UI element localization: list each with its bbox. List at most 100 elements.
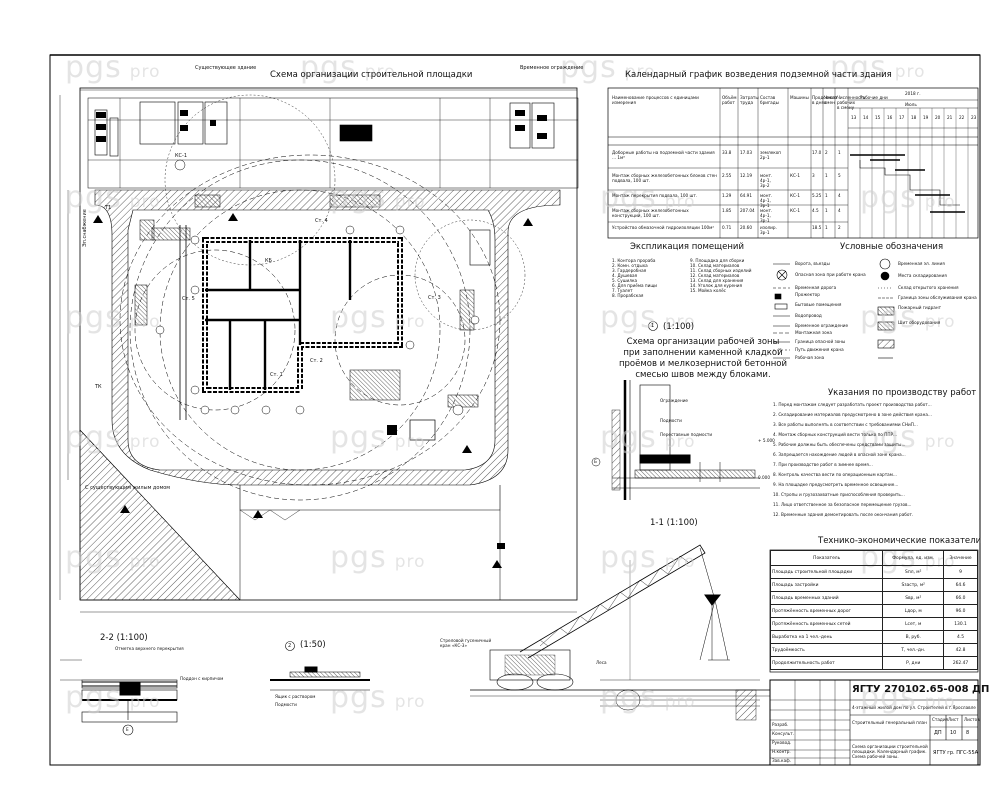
explication-item: 4. Душевая: [612, 273, 638, 278]
crane-section: [470, 544, 770, 721]
calendar-cell: Монтаж сборных железобетонных блоков сте…: [612, 173, 717, 183]
calendar-cell: Доборные работы на подземной части здани…: [612, 150, 715, 160]
stamp-sheet: 10: [950, 730, 957, 736]
stamp-role: Консульт.: [772, 731, 794, 736]
stamp-stage: ДП: [934, 730, 942, 736]
calendar-cell: 1: [825, 208, 828, 213]
legend-item: Монтажная зона: [795, 330, 832, 335]
instruction-line: 9. На площадке предусмотреть временное о…: [773, 482, 899, 487]
label-st1: Ст. 1: [270, 372, 283, 378]
legend-item: Граница опасной зоны: [795, 339, 846, 344]
label-tk: ТК: [95, 384, 102, 390]
axis-e: Е: [126, 727, 129, 732]
instruction-line: 1. Перед монтажом следует разработать пр…: [773, 402, 932, 407]
calendar-cell: Монтаж сборных железобетонных конструкци…: [612, 208, 689, 218]
calendar-month: Июль: [905, 102, 917, 107]
calendar-header-cell: Число смен: [824, 95, 838, 105]
explication-item: 12. Склад материалов: [690, 273, 740, 278]
teo-title: Технико-экономические показатели: [818, 536, 982, 546]
legend-item: Путь движения крана: [795, 347, 844, 352]
legend-item: Бытовые помещения: [795, 302, 842, 307]
legend-item: Граница зоны обслуживания крана: [898, 295, 977, 300]
calendar-cell: 64.91: [740, 193, 752, 198]
stamp-role: Руковод.: [772, 740, 792, 745]
note-scaffold: Подмости: [660, 418, 682, 423]
calendar-cell: изолир. 3р-1: [760, 225, 777, 235]
calendar-cell: 1.29: [722, 193, 732, 198]
explication-title: Экспликация помещений: [630, 242, 744, 252]
calendar-cell: 2: [825, 150, 828, 155]
stamp-role: Разраб.: [772, 722, 789, 727]
calendar-cell: 1: [838, 150, 841, 155]
calendar-cell: Монтаж перекрытия подвала, 100 шт.: [612, 193, 698, 198]
calendar-cell: КС-1: [790, 193, 801, 198]
note-movable-scaffold: Переставные подмости: [660, 432, 713, 437]
teo-header-cell: Формула, ед. изм.: [882, 550, 945, 566]
teo-header-cell: Показатель: [769, 550, 884, 566]
calendar-cell: 4: [838, 208, 841, 213]
calendar-header-cell: Численность рабочих в смену: [837, 95, 866, 110]
teo-cell: 96.0: [943, 604, 978, 618]
explication-item: 5. Сушилка: [612, 278, 638, 283]
label-kb: КБ: [265, 258, 272, 264]
calendar-day: 14: [863, 115, 869, 120]
teo-cell: Площадь временных зданий: [769, 591, 884, 605]
calendar-day: 18: [911, 115, 917, 120]
instructions-title: Указания по производству работ: [828, 388, 977, 398]
explication-item: 6. Для приёма пищи: [612, 283, 657, 288]
calendar-cell: 2.55: [722, 173, 732, 178]
calendar-header-cell: Машины: [790, 95, 809, 100]
calendar-cell: 5.25: [812, 193, 822, 198]
teo-cell: Lдор, м: [882, 604, 945, 618]
instruction-line: 2. Складирование материалов предусмотрен…: [773, 412, 932, 417]
detail-2-number: 2: [288, 643, 292, 649]
calendar-day: 22: [959, 115, 965, 120]
legend-item: Временная эл. линия: [898, 261, 945, 266]
legend-item: Временное ограждение: [795, 323, 849, 328]
legend-item: Временная дорога: [795, 285, 837, 290]
stamp-stage-label: Стадия: [932, 717, 949, 722]
stamp-sheets-label: Листов: [964, 717, 980, 722]
instruction-line: 11. Лицо ответственное за безопасное пер…: [773, 502, 912, 507]
label-st4: Ст. 4: [315, 218, 328, 224]
calendar-cell: 5: [838, 173, 841, 178]
calendar-cell: КС-1: [790, 173, 801, 178]
calendar-day: 16: [887, 115, 893, 120]
instruction-line: 3. Все работы выполнять в соответствии с…: [773, 422, 918, 427]
stamp-sheet-desc: Схема организации строительной площадки.…: [852, 744, 928, 759]
calendar-cell: 3: [812, 173, 815, 178]
teo-cell: Площадь строительной площадки: [769, 565, 884, 579]
calendar-cell: монт. 4р-1, 3р-2: [760, 173, 773, 188]
label-crane: КС-1: [175, 153, 188, 159]
explication-item: 13. Склад для хранения: [690, 278, 744, 283]
calendar-year: 2018 г.: [905, 91, 921, 96]
teo-cell: Sвр, м²: [882, 591, 945, 605]
calendar-grid: [607, 87, 979, 239]
calendar-cell: 1: [825, 225, 828, 230]
teo-cell: Протяжённость временных сетей: [769, 617, 884, 631]
instruction-line: 8. Контроль качества вести по операционн…: [773, 472, 897, 477]
stamp-subject: 4-этажный жилой дом по ул. Строителей в …: [852, 705, 976, 710]
legend-title: Условные обозначения: [840, 242, 944, 252]
explication-item: 7. Туалет: [612, 288, 633, 293]
calendar-cell: монт. 4р-1, 3р-1: [760, 193, 773, 208]
teo-header-cell: Значение: [943, 550, 978, 566]
label-st5: Ст. 5: [182, 296, 195, 302]
calendar-day: 21: [947, 115, 953, 120]
teo-cell: Выработка на 1 чел.-день: [769, 630, 884, 644]
work-zone-title: Схема организации рабочей зоны при запол…: [618, 337, 788, 380]
work-zone-number: 1: [651, 323, 655, 329]
site-plan: [59, 87, 579, 613]
calendar-cell: КС-1: [790, 208, 801, 213]
stamp-role: Зав.каф.: [772, 758, 792, 763]
label-power: Эл.снабжение: [81, 209, 88, 247]
calendar-day: 13: [851, 115, 857, 120]
explication-item: 10. Склад материалов: [690, 263, 740, 268]
work-zone-detail: [591, 321, 760, 500]
